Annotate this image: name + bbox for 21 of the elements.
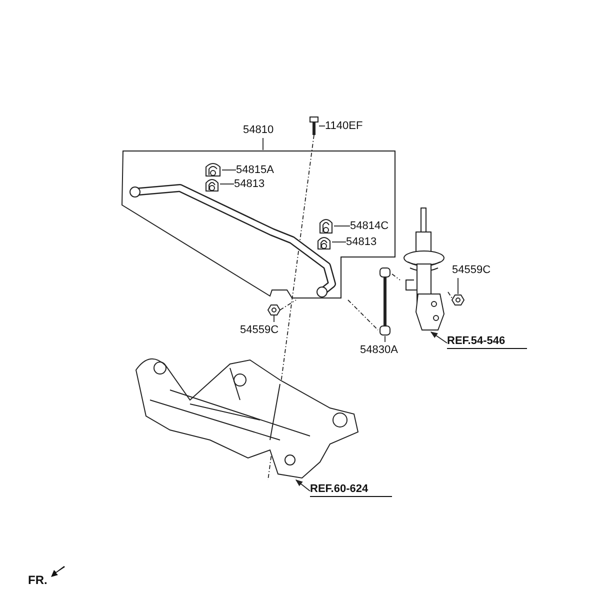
leader-line xyxy=(384,336,386,342)
part-number: 54810 xyxy=(243,123,275,138)
assembly-line xyxy=(448,292,452,298)
part-number: 54813 xyxy=(346,235,378,250)
assembly-line xyxy=(348,300,378,330)
leader-arrow xyxy=(295,480,310,492)
part-number: 54814C xyxy=(350,219,390,234)
leader-arrow xyxy=(430,332,448,344)
reference-label: REF.60-624 xyxy=(310,482,392,497)
assembly-line xyxy=(392,274,400,280)
reference-label: REF.54-546 xyxy=(447,334,527,349)
front-direction-label: FR. xyxy=(28,572,48,588)
part-number: 54815A xyxy=(236,163,275,178)
assembly-line xyxy=(268,134,314,480)
part-number: 54559C xyxy=(240,323,280,338)
part-number: 54813 xyxy=(234,177,266,192)
part-number: 1140EF xyxy=(325,119,364,134)
leader-line xyxy=(262,138,264,150)
assembly-line xyxy=(280,300,296,310)
part-number: 54559C xyxy=(452,263,492,278)
part-number: 54830A xyxy=(360,343,399,358)
